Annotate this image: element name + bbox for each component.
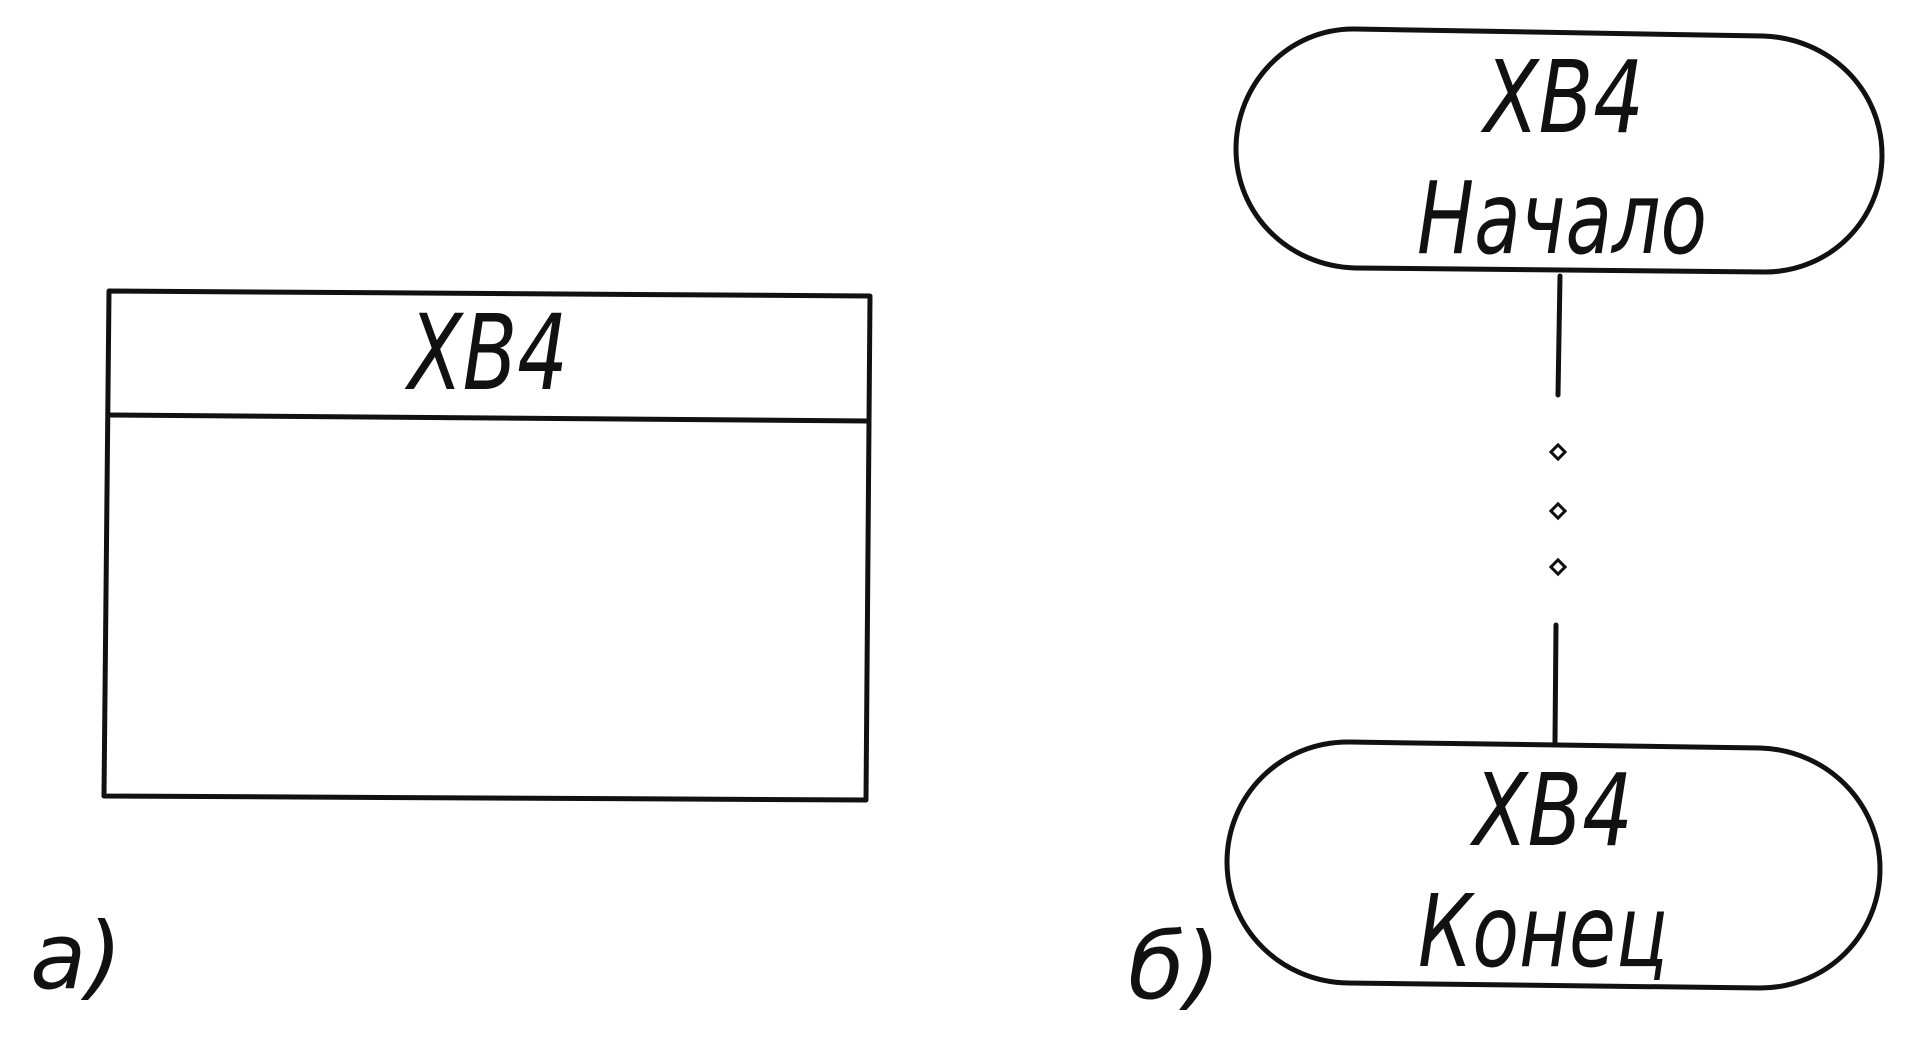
start-terminator-shape: [1233, 26, 1885, 275]
figure-a-header-text: XB4: [404, 292, 568, 414]
figure-a-header-divider: [105, 412, 871, 424]
end-terminator-label: Конец: [1418, 873, 1668, 990]
end-terminator-code: XB4: [1469, 752, 1633, 869]
connector-line-lower: [1552, 622, 1559, 745]
figure-a-outer-frame: [101, 288, 873, 803]
start-terminator-code: XB4: [1480, 39, 1644, 156]
figure-b: XB4 Начало XB4 Конец б): [1128, 26, 1885, 1020]
figure-a-caption: а): [30, 903, 122, 1010]
connector-line-upper: [1555, 273, 1563, 398]
omission-dot-2: [1548, 501, 1568, 521]
start-terminator-label: Начало: [1417, 160, 1707, 277]
omission-dot-3: [1548, 557, 1568, 577]
omission-dot-1: [1548, 442, 1568, 462]
end-terminator-shape: [1224, 739, 1883, 991]
figure-b-caption: б): [1128, 913, 1221, 1020]
figure-a: XB4 а): [30, 288, 873, 1010]
